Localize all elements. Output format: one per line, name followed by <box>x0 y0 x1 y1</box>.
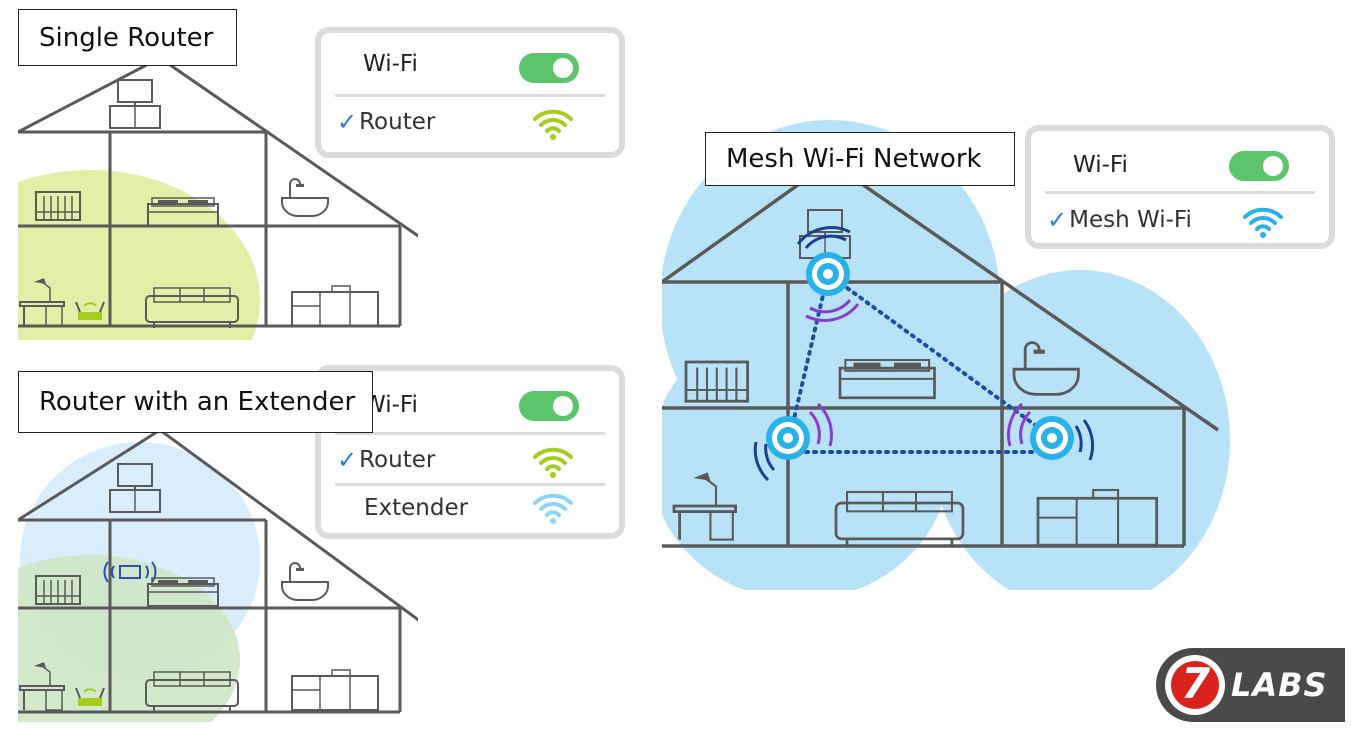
logo-number: 7 <box>1181 659 1211 708</box>
wifi-header-label: Wi-Fi <box>363 51 418 77</box>
mesh-links <box>788 272 1052 454</box>
extender-title-text: Router with an Extender <box>39 387 356 417</box>
check-icon: ✓ <box>1047 206 1068 234</box>
single-router-title-text: Single Router <box>39 22 214 53</box>
wifi-toggle-switch[interactable] <box>519 53 579 83</box>
bathtub-icon <box>281 178 329 217</box>
wifi-toggle-switch[interactable] <box>519 391 579 421</box>
extender-icon <box>103 561 157 583</box>
network-extender-label: Extender <box>364 495 469 521</box>
mesh-node-icon <box>796 226 860 322</box>
tv-icon <box>109 79 161 129</box>
logo-text: LABS <box>1231 666 1328 704</box>
network-router-label: Router <box>359 109 436 135</box>
wifi-toggle-switch[interactable] <box>1229 151 1289 181</box>
panel-divider <box>335 483 605 486</box>
wifi-icon <box>533 109 573 140</box>
house-single-router <box>18 60 418 340</box>
mesh-title: Mesh Wi-Fi Network <box>705 132 1015 186</box>
network-router-label: Router <box>359 447 436 473</box>
wifi-panel-single: Wi-Fi ✓ Router <box>315 27 625 158</box>
wifi-icon <box>533 493 573 524</box>
kitchen-icon <box>291 285 379 327</box>
single-router-title: Single Router <box>18 9 237 66</box>
extender-title: Router with an Extender <box>18 371 373 433</box>
house-router-extender <box>18 430 418 722</box>
check-icon: ✓ <box>337 446 358 474</box>
wifi-icon <box>1243 207 1283 238</box>
network-mesh-label: Mesh Wi-Fi <box>1069 207 1192 233</box>
check-icon: ✓ <box>337 108 358 136</box>
wifi-icon <box>533 447 573 478</box>
wifi-header-label: Wi-Fi <box>1073 152 1128 178</box>
panel-divider <box>1045 191 1315 194</box>
house-mesh-network <box>662 120 1230 590</box>
mesh-title-text: Mesh Wi-Fi Network <box>726 144 982 174</box>
mesh-node-icon <box>753 402 833 482</box>
panel-divider <box>335 94 605 97</box>
kitchen-icon <box>291 669 379 711</box>
mesh-node-icon <box>1007 402 1095 461</box>
wifi-panel-mesh: Wi-Fi ✓ Mesh Wi-Fi <box>1025 125 1335 249</box>
7labs-logo: 7 LABS <box>1155 646 1345 724</box>
panel-divider <box>335 432 605 435</box>
bathtub-icon <box>281 562 329 601</box>
